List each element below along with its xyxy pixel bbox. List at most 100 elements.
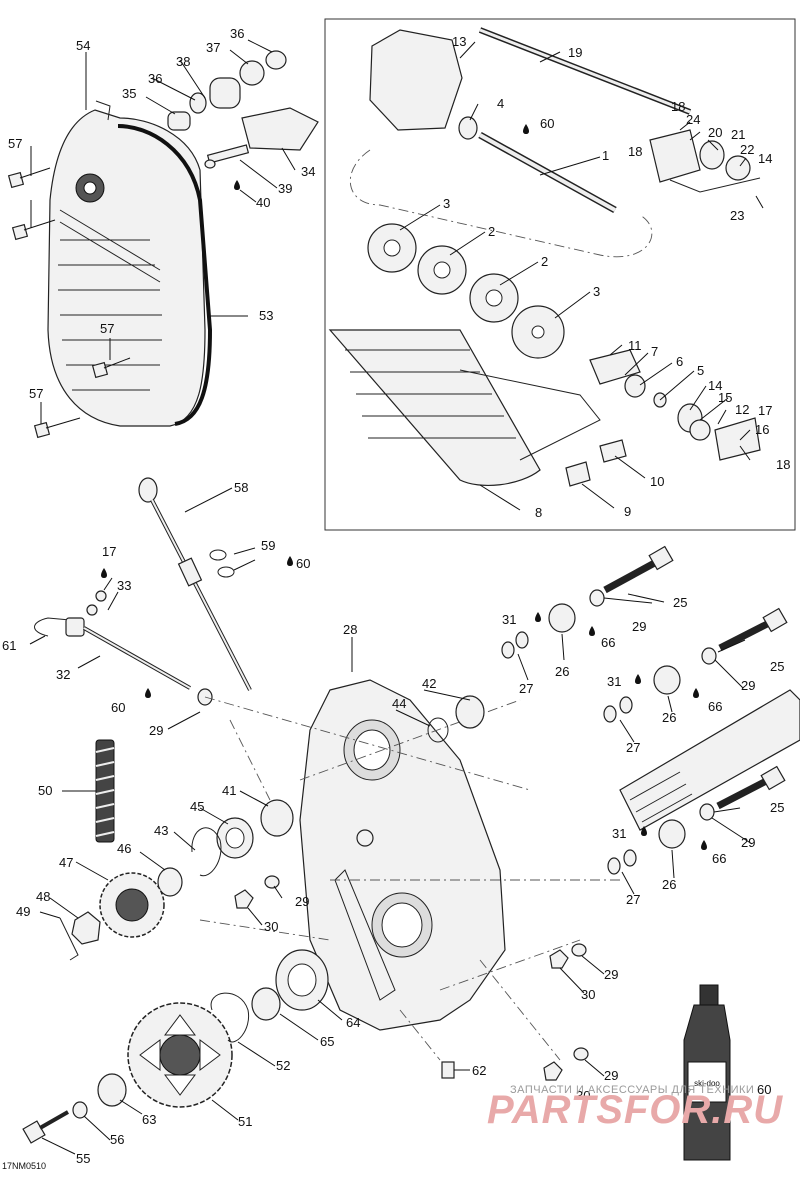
lower-sprocket [127,1002,233,1108]
chaincase-cover [47,100,206,427]
callout-30: 30 [264,919,278,934]
cover-bolts [7,167,131,439]
callout-27: 27 [626,740,640,755]
callout-2: 2 [541,254,548,269]
callout-65: 65 [320,1034,334,1049]
callout-17: 17 [758,403,772,418]
callout-52: 52 [276,1058,290,1073]
chaincase-housing [299,679,506,1031]
callout-33: 33 [117,578,131,593]
callout-27: 27 [626,892,640,907]
callout-57: 57 [8,136,22,151]
callout-34: 34 [301,164,315,179]
callout-20: 20 [708,125,722,140]
callout-60: 60 [540,116,554,131]
callout-30: 30 [581,987,595,1002]
callout-43: 43 [154,823,168,838]
callout-numbers: 1 2 2 3 3 4 5 6 7 8 9 10 11 12 13 14 14 … [2,26,790,1166]
callout-13: 13 [452,34,466,49]
callout-6: 6 [676,354,683,369]
cover-gasket [117,124,213,426]
mount-bolts [501,545,788,1081]
driven-shaft [619,689,800,831]
callout-55: 55 [76,1151,90,1166]
callout-31: 31 [612,826,626,841]
callout-30: 30 [576,1088,590,1103]
callout-26: 26 [662,710,676,725]
callout-24: 24 [686,112,700,127]
callout-8: 8 [535,505,542,520]
watermark-caption: ЗАПЧАСТИ И АКСЕССУАРЫ ДЛЯ ТЕХНИКИ [510,1084,755,1096]
callout-42: 42 [422,676,436,691]
callout-29: 29 [741,835,755,850]
callout-58: 58 [234,480,248,495]
bolt-32 [34,590,213,706]
callout-31: 31 [607,674,621,689]
figure-code: 17NM0510 [2,1161,47,1171]
callout-4: 4 [497,96,504,111]
callout-29: 29 [295,894,309,909]
callout-37: 37 [206,40,220,55]
callout-49: 49 [16,904,30,919]
tensioner-group [167,50,319,169]
callout-14: 14 [708,378,722,393]
callout-26: 26 [662,877,676,892]
callout-48: 48 [36,889,50,904]
callout-59: 59 [261,538,275,553]
callout-28: 28 [343,622,357,637]
callout-3: 3 [593,284,600,299]
chain [95,739,115,843]
callout-66: 66 [708,699,722,714]
callout-29: 29 [604,967,618,982]
callout-1: 1 [602,148,609,163]
callout-40: 40 [256,195,270,210]
callout-66: 66 [601,635,615,650]
callout-60: 60 [111,700,125,715]
callout-53: 53 [259,308,273,323]
callout-51: 51 [238,1114,252,1129]
callout-15: 15 [718,390,732,405]
upper-bearings [157,695,485,909]
dipstick [138,477,252,691]
callout-10: 10 [650,474,664,489]
callout-16: 16 [755,422,769,437]
callout-38: 38 [176,54,190,69]
callout-54: 54 [76,38,90,53]
callout-64: 64 [346,1015,360,1030]
callout-17: 17 [102,544,116,559]
callout-31: 31 [502,612,516,627]
callout-66: 66 [712,851,726,866]
bottle-label: ski-doo [694,1079,720,1088]
callout-12: 12 [735,402,749,417]
callout-18: 18 [628,144,642,159]
callout-21: 21 [731,127,745,142]
callout-18: 18 [671,99,685,114]
callout-60: 60 [757,1082,771,1097]
callout-25: 25 [770,659,784,674]
callout-62: 62 [472,1063,486,1078]
callout-25: 25 [673,595,687,610]
watermark-logo: PARTSFOR.RU [487,1088,784,1132]
callout-2: 2 [488,224,495,239]
lower-bearings [22,949,455,1144]
leader-lines [29,39,764,1155]
callout-35: 35 [122,86,136,101]
callout-23: 23 [730,208,744,223]
callout-36: 36 [148,71,162,86]
callout-44: 44 [392,696,406,711]
callout-29: 29 [741,678,755,693]
callout-45: 45 [190,799,204,814]
upper-sprocket [59,872,165,961]
callout-39: 39 [278,181,292,196]
callout-26: 26 [555,664,569,679]
inset-frame [324,18,796,531]
callout-14: 14 [758,151,772,166]
callout-57: 57 [100,321,114,336]
callout-9: 9 [624,504,631,519]
callout-29: 29 [149,723,163,738]
callout-22: 22 [740,142,754,157]
callout-36: 36 [230,26,244,41]
callout-57: 57 [29,386,43,401]
callout-29: 29 [604,1068,618,1083]
oil-drop-markers [101,124,707,850]
